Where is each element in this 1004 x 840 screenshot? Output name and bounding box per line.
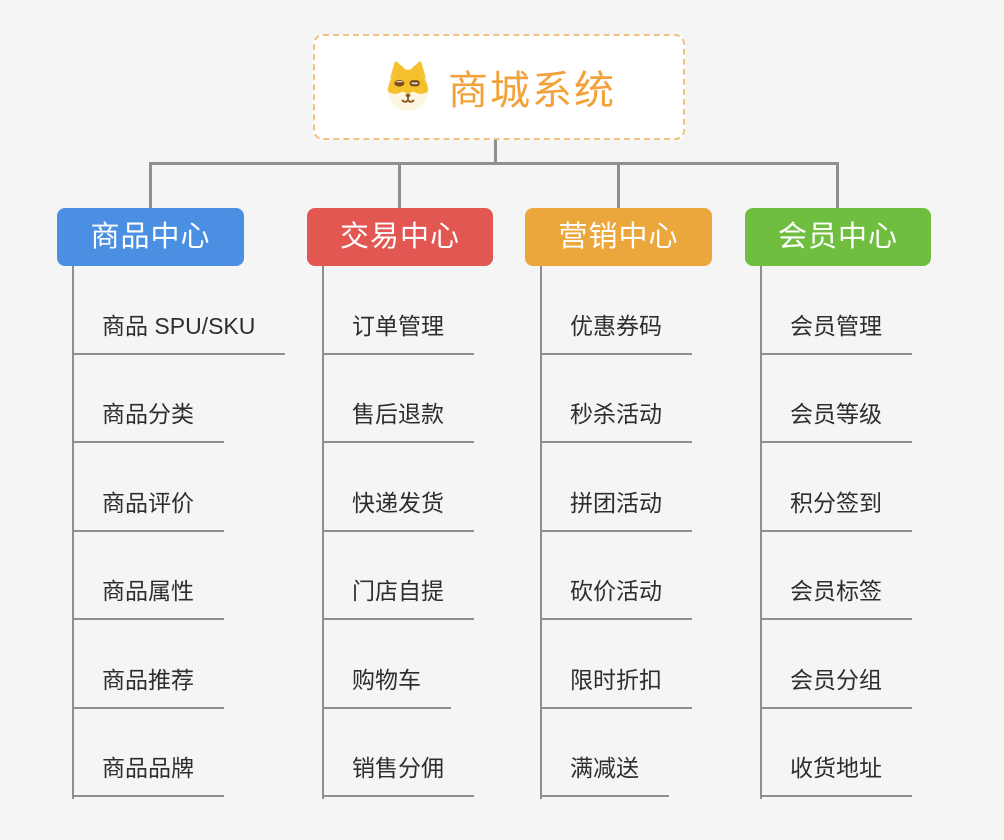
- child-topic[interactable]: 会员分组: [760, 662, 912, 709]
- root-title: 商城系统: [448, 69, 616, 113]
- connector-trunk: [760, 266, 762, 799]
- child-topic[interactable]: 优惠券码: [540, 308, 692, 355]
- child-topic[interactable]: 会员管理: [760, 308, 912, 355]
- connector-horizontal-rail: [149, 162, 838, 165]
- child-topic[interactable]: 商品分类: [72, 396, 224, 443]
- connector-root-stem: [494, 139, 497, 164]
- child-topic[interactable]: 订单管理: [322, 308, 474, 355]
- dog-face-icon: [387, 61, 429, 111]
- child-topic[interactable]: 快递发货: [322, 485, 474, 532]
- branch-node-product-center[interactable]: 商品中心: [57, 208, 244, 266]
- child-topic[interactable]: 商品评价: [72, 485, 224, 532]
- connector-branch-stem: [398, 162, 401, 209]
- connector-branch-stem: [149, 162, 152, 209]
- branch-node-trade-center[interactable]: 交易中心: [307, 208, 493, 266]
- child-topic[interactable]: 砍价活动: [540, 573, 692, 620]
- child-topic[interactable]: 限时折扣: [540, 662, 692, 709]
- branch-node-marketing-center[interactable]: 营销中心: [525, 208, 712, 266]
- connector-trunk: [72, 266, 74, 799]
- connector-trunk: [322, 266, 324, 799]
- child-topic[interactable]: 会员标签: [760, 573, 912, 620]
- branch-node-member-center[interactable]: 会员中心: [745, 208, 931, 266]
- child-topic[interactable]: 秒杀活动: [540, 396, 692, 443]
- connector-branch-stem: [617, 162, 620, 209]
- child-topic[interactable]: 购物车: [322, 662, 451, 709]
- child-topic[interactable]: 收货地址: [760, 750, 912, 797]
- child-topic[interactable]: 商品推荐: [72, 662, 224, 709]
- child-topic[interactable]: 拼团活动: [540, 485, 692, 532]
- child-topic[interactable]: 会员等级: [760, 396, 912, 443]
- child-topic[interactable]: 商品 SPU/SKU: [72, 308, 286, 355]
- connector-branch-stem: [836, 162, 839, 209]
- child-topic[interactable]: 售后退款: [322, 396, 474, 443]
- child-topic[interactable]: 门店自提: [322, 573, 474, 620]
- child-topic[interactable]: 销售分佣: [322, 750, 474, 797]
- connector-trunk: [540, 266, 542, 799]
- child-topic[interactable]: 商品属性: [72, 573, 224, 620]
- child-topic[interactable]: 满减送: [540, 750, 669, 797]
- child-topic[interactable]: 积分签到: [760, 485, 912, 532]
- child-topic[interactable]: 商品品牌: [72, 750, 224, 797]
- root-node[interactable]: 商城系统: [313, 34, 685, 140]
